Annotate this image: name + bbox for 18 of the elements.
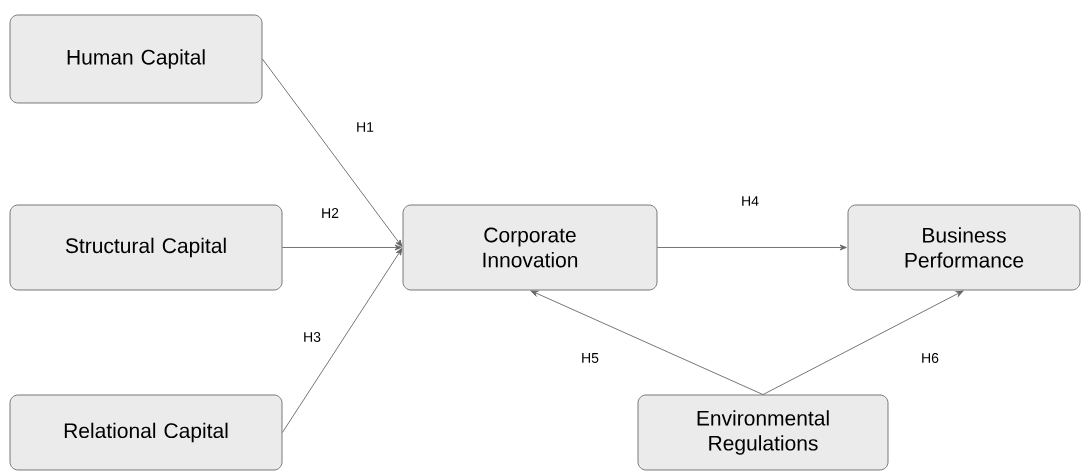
edge-label: H5 [580, 352, 600, 364]
arrow [281, 248, 403, 433]
process-box: Human Capital [9, 14, 263, 104]
process-box: Structural Capital [9, 204, 283, 291]
arrow [530, 290, 764, 396]
arrow [261, 58, 403, 247]
arrow [281, 244, 402, 251]
edge-label: H1 [355, 121, 375, 133]
edge-label: H6 [920, 352, 940, 364]
edge-label: H3 [302, 331, 322, 343]
edge-label: H2 [320, 207, 340, 219]
process-box: Relational Capital [9, 394, 283, 471]
process-box: Corporate Innovation [402, 204, 658, 291]
arrow [656, 244, 847, 251]
process-box: Environmental Regulations [637, 394, 889, 471]
edge-label: H4 [740, 195, 760, 207]
process-box: Business Performance [847, 204, 1081, 291]
arrow [762, 290, 964, 396]
